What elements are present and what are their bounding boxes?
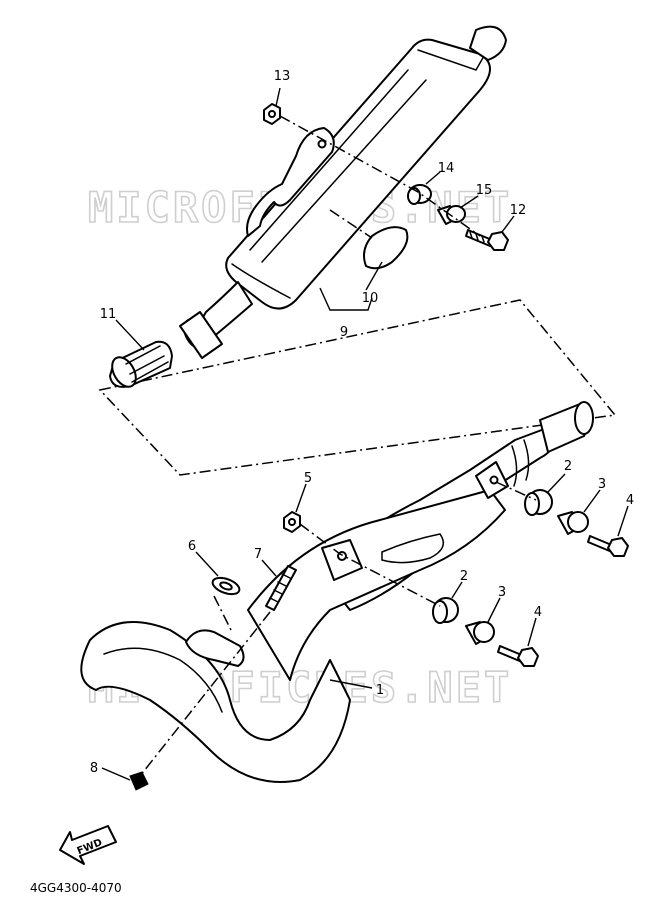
leader-3-upper [583,489,601,513]
leader-9 [319,287,373,311]
grommet-2-lower[interactable] [432,597,459,624]
callout-14: 14 [438,161,455,176]
leader-3-lower [487,597,501,623]
callout-12: 12 [510,203,527,218]
leader-1 [329,679,373,689]
alignment-line-rear [495,481,537,501]
leader-8 [101,767,131,781]
collar-15[interactable] [437,205,466,225]
alignment-line-muffler [279,115,481,237]
leader-10 [365,261,383,291]
callout-15: 15 [476,183,493,198]
leader-4-lower [527,617,537,647]
alignment-line-stud [139,611,271,777]
callout-10: 10 [362,291,379,306]
damper-plate[interactable] [363,226,409,270]
callout-4-upper: 4 [626,493,634,508]
leader-11 [115,319,145,351]
callout-3-upper: 3 [598,477,606,492]
muffler[interactable] [179,25,507,359]
leader-2-upper [547,473,566,493]
callout-6: 6 [188,539,196,554]
exhaust-flange[interactable] [185,629,245,667]
nut-13[interactable] [263,103,281,125]
callout-4-lower: 4 [534,605,542,620]
callout-8: 8 [90,761,98,776]
alignment-line-lower [299,523,441,607]
leader-5 [295,483,307,513]
gasket-ring[interactable] [107,340,173,391]
leader-15 [459,195,479,209]
leader-4-upper [617,505,629,537]
bolt-12[interactable] [465,229,509,251]
nut-8[interactable] [129,771,149,791]
grommet-2-upper[interactable] [524,489,553,516]
exhaust-gasket-6[interactable] [210,575,241,598]
bolt-4-lower[interactable] [497,645,539,667]
callout-13: 13 [274,69,291,84]
leader-2-lower [451,581,463,599]
callout-2-lower: 2 [460,569,468,584]
diagram-code: 4GG4300-4070 [30,881,122,895]
collar-3-lower[interactable] [465,621,495,645]
callout-2-upper: 2 [564,459,572,474]
leader-6 [195,551,219,577]
forward-arrow-icon: FWD [59,825,117,865]
callout-5: 5 [304,471,312,486]
nut-5[interactable] [283,511,301,533]
leader-12 [501,215,515,233]
exhaust-pipe[interactable] [80,401,594,783]
alignment-line-gasket [213,595,233,633]
bolt-4-upper[interactable] [587,535,629,557]
callout-9: 9 [340,325,348,340]
muffler-group-outline [98,299,617,476]
callout-7: 7 [254,547,262,562]
callout-1: 1 [376,683,384,698]
callout-3-lower: 3 [498,585,506,600]
leader-7 [261,559,277,577]
leader-14 [425,171,441,185]
alignment-line-damper [329,209,373,239]
stud-bolt-7[interactable] [265,565,297,611]
collar-3-upper[interactable] [557,511,589,535]
callout-11: 11 [100,307,117,322]
leader-13 [275,87,281,107]
